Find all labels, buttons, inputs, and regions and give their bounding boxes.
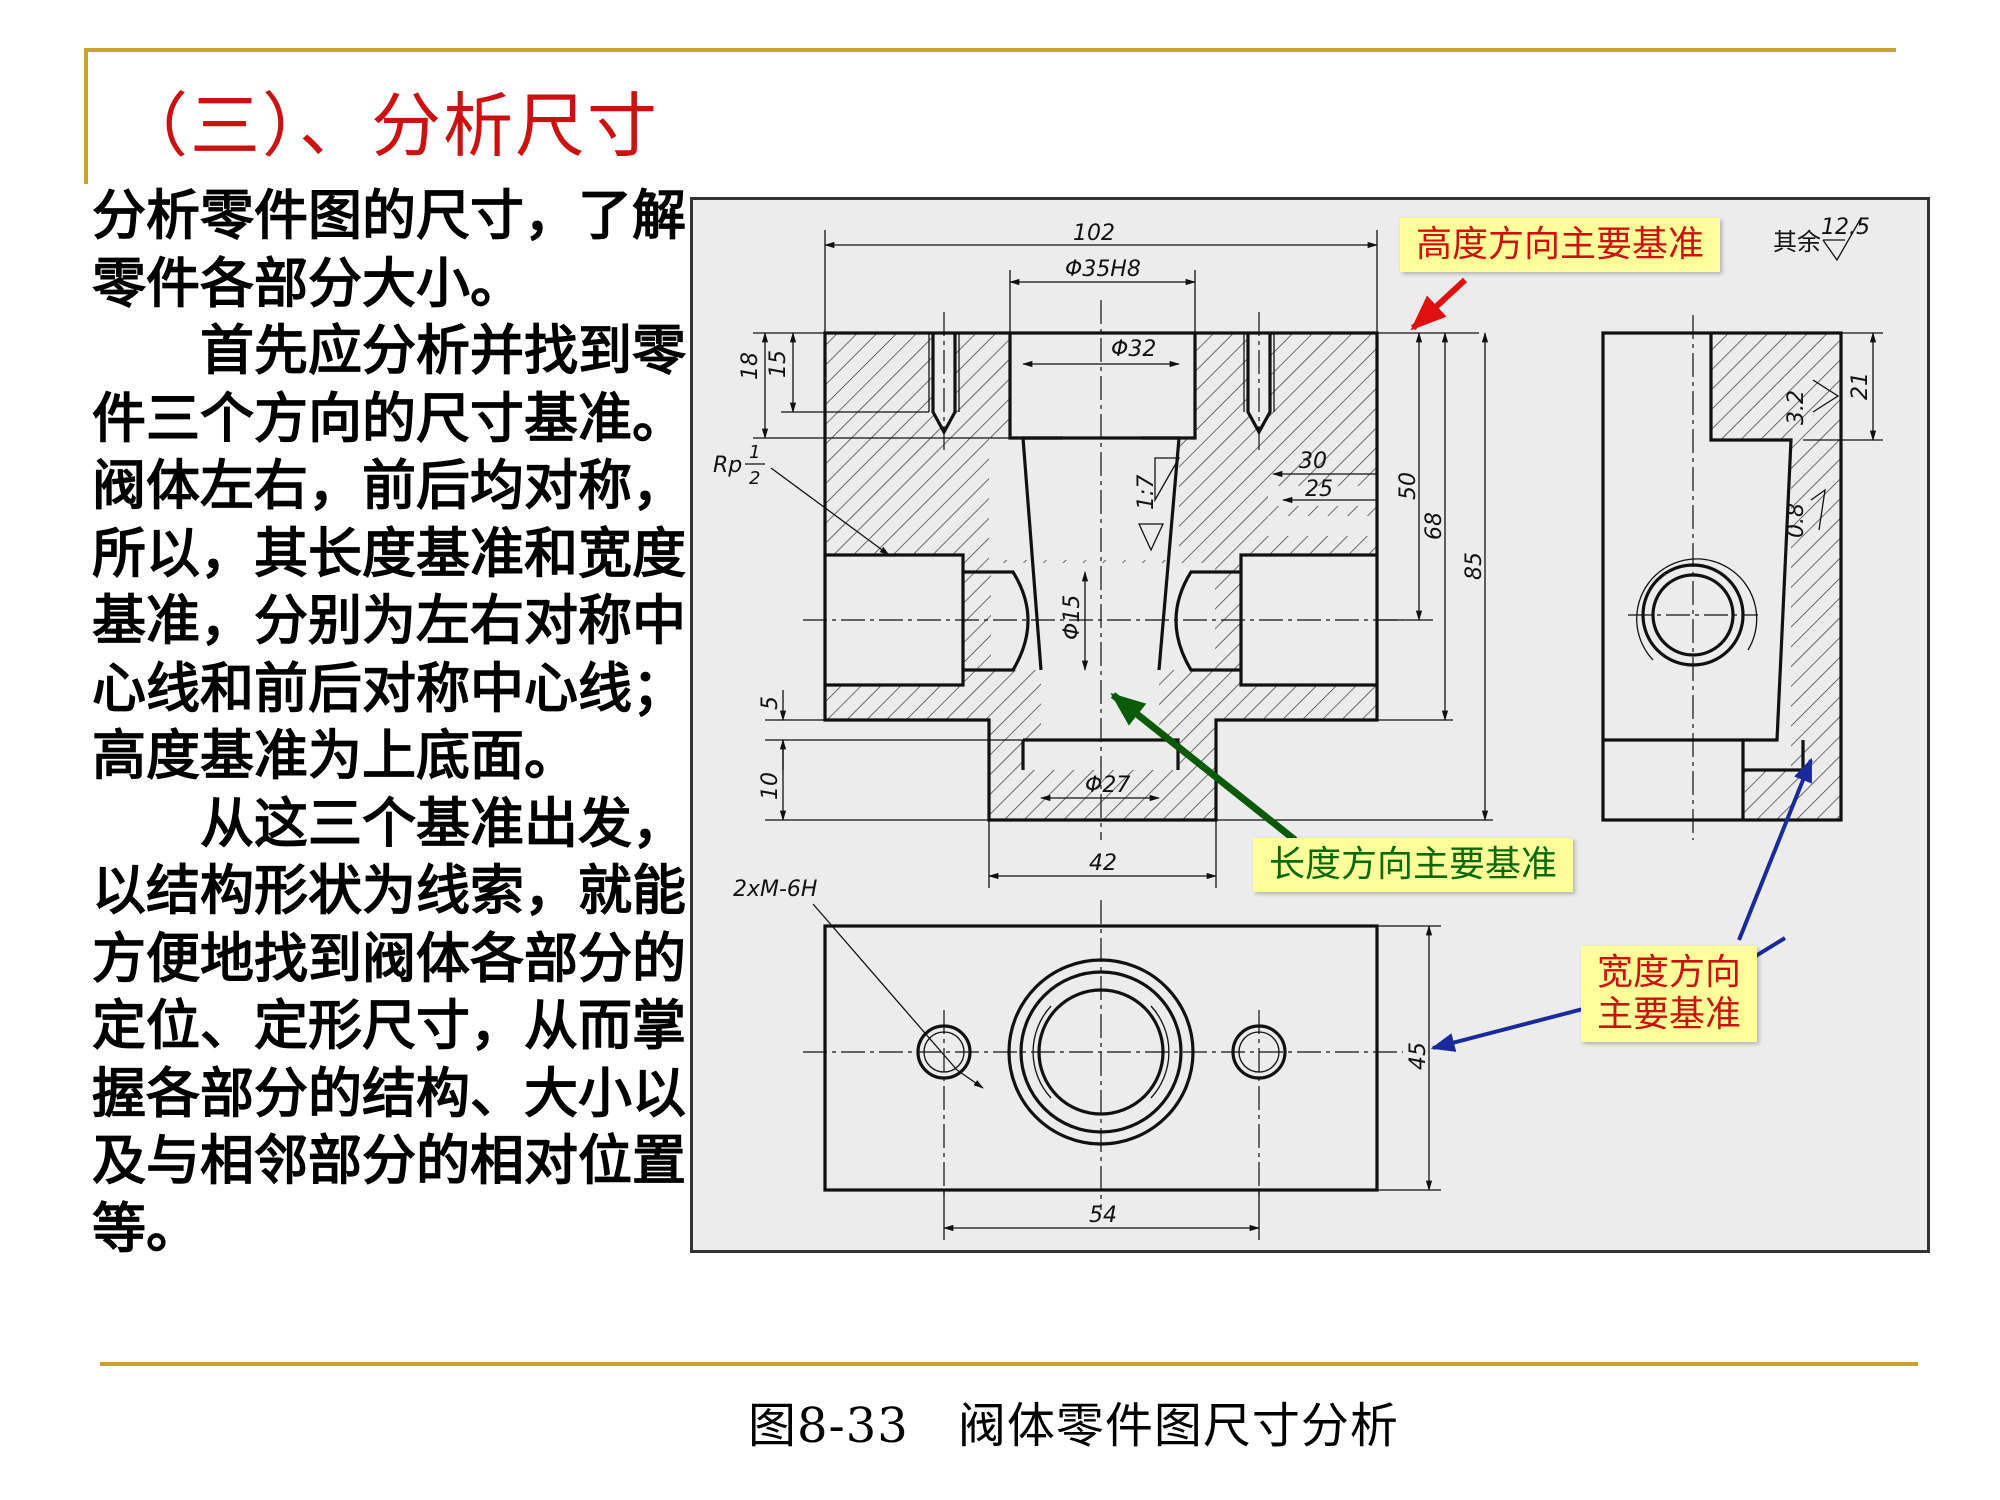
slide-title: （三）、分析尺寸: [118, 85, 659, 167]
paragraph-3: 从这三个基准出发，以结构形状为线索，就能方便地找到阀体各部分的定位、定形尺寸，从…: [92, 791, 686, 1260]
dim-30: 30: [1299, 449, 1327, 474]
dim-21: 21: [1848, 372, 1873, 400]
dim-50: 50: [1396, 472, 1421, 500]
dim-rp-den: 2: [749, 468, 760, 489]
dim-102: 102: [1073, 221, 1115, 246]
left-rule: [84, 48, 88, 184]
front-section-view: [803, 300, 1403, 840]
top-view: 2xM-6H 45 54: [733, 877, 1441, 1240]
dim-rp-num: 1: [749, 442, 760, 463]
engineering-drawing-svg: 102 Φ35H8 Φ32 18 15 Rp 1 2 1:7 30: [713, 215, 1883, 1240]
side-section-view: 21 3.2 0.8: [1601, 315, 1883, 840]
roughness-3-2: 3.2: [1784, 390, 1809, 425]
height-datum-arrow: [1410, 277, 1468, 331]
rest-roughness-label: 其余: [1773, 228, 1821, 256]
dim-15: 15: [766, 350, 791, 378]
dim-32: Φ32: [1111, 337, 1156, 362]
dim-18: 18: [738, 352, 763, 380]
dim-10: 10: [758, 772, 783, 800]
width-datum-line-2: 主要基准: [1597, 994, 1742, 1035]
dim-5: 5: [758, 696, 783, 710]
bottom-rule: [100, 1362, 1918, 1366]
width-datum-arrow-side: [1737, 757, 1813, 941]
length-datum-label: 长度方向主要基准: [1253, 838, 1574, 892]
valve-body-drawing: 102 Φ35H8 Φ32 18 15 Rp 1 2 1:7 30: [690, 197, 1930, 1253]
roughness-0-8: 0.8: [1784, 503, 1809, 538]
rest-roughness-value: 12.5: [1821, 215, 1870, 240]
dim-25: 25: [1305, 477, 1333, 502]
width-datum-label: 宽度方向 主要基准: [1581, 946, 1758, 1042]
body-text: 分析零件图的尺寸，了解零件各部分大小。 首先应分析并找到零件三个方向的尺寸基准。…: [92, 182, 687, 1262]
dim-35h8: Φ35H8: [1065, 257, 1141, 282]
dim-54: 54: [1089, 1203, 1117, 1228]
front-dimensions: 102 Φ35H8 Φ32 18 15 Rp 1 2 1:7 30: [713, 221, 1493, 888]
dim-rp: Rp: [713, 453, 742, 478]
dim-45: 45: [1406, 1042, 1431, 1070]
dim-27: Φ27: [1085, 773, 1130, 798]
length-datum-arrow: [1110, 692, 1298, 843]
dim-68: 68: [1422, 512, 1447, 540]
height-datum-label: 高度方向主要基准: [1400, 218, 1721, 272]
paragraph-2: 首先应分析并找到零件三个方向的尺寸基准。阀体左右，前后均对称，所以，其长度基准和…: [92, 319, 686, 787]
dim-42: 42: [1089, 851, 1117, 876]
dim-85: 85: [1462, 552, 1487, 580]
dim-15-dia: Φ15: [1060, 595, 1085, 640]
width-datum-line-1: 宽度方向: [1597, 952, 1742, 993]
paragraph-1: 分析零件图的尺寸，了解零件各部分大小。: [92, 184, 686, 315]
figure-caption: 图8-33 阀体零件图尺寸分析: [748, 1398, 1399, 1454]
dim-thread: 2xM-6H: [733, 877, 817, 902]
top-rule: [84, 48, 1896, 52]
